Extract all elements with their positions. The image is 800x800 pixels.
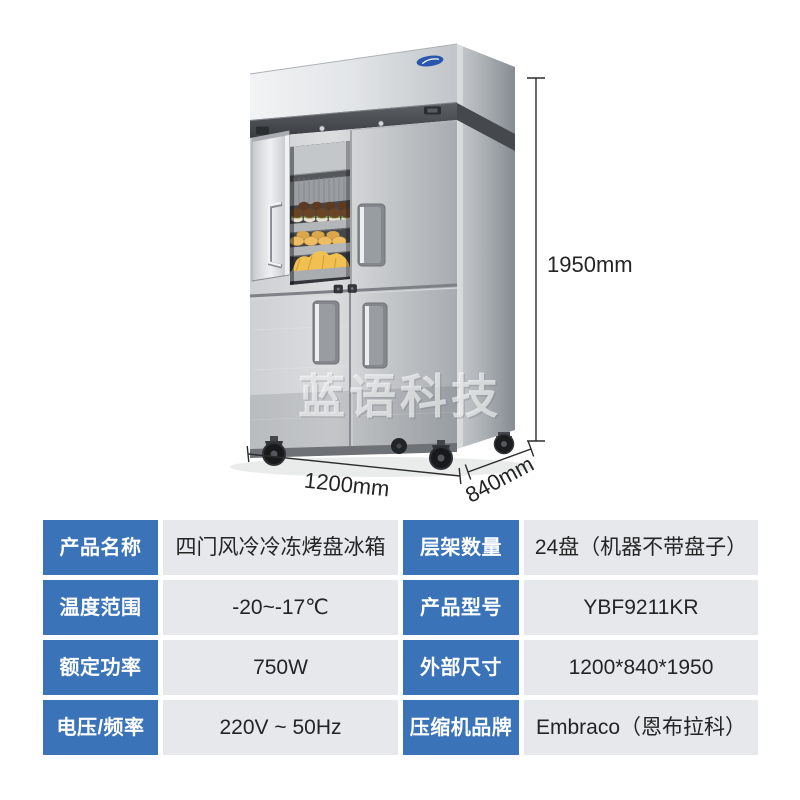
spec-label-compressor-brand: 压缩机品牌 xyxy=(403,700,519,755)
open-door xyxy=(251,130,290,282)
watermark: 蓝语科技 蓝语科技 xyxy=(298,370,504,425)
spec-label-shelf-count: 层架数量 xyxy=(403,520,519,575)
spec-value-compressor-brand: Embraco（恩布拉科） xyxy=(524,700,758,755)
tray-shelf xyxy=(290,242,350,257)
dimension-depth xyxy=(464,441,535,480)
cabinet-top-front xyxy=(249,43,458,120)
cabinet-side-panel xyxy=(457,44,515,449)
header-band xyxy=(249,102,458,138)
spec-value-external-size: 1200*840*1950 xyxy=(524,640,758,695)
fridge-illustration: 蓝语科技 蓝语科技 1950mm 1200mm 840mm xyxy=(230,43,633,508)
spec-value-product-name: 四门风冷冷冻烤盘冰箱 xyxy=(163,520,398,575)
dimension-height xyxy=(527,77,545,442)
interior-rail xyxy=(290,169,350,184)
spec-value-model: YBF9211KR xyxy=(524,580,758,635)
interior-ceiling xyxy=(290,141,350,177)
dimension-width xyxy=(246,445,462,485)
spec-label-rated-power: 额定功率 xyxy=(43,640,158,695)
spec-label-temperature-range: 温度范围 xyxy=(43,580,158,635)
tray-burgers xyxy=(290,201,350,234)
door-divider-vertical xyxy=(349,288,353,451)
bottom-left-door xyxy=(312,300,340,365)
floor-shadow xyxy=(230,457,534,477)
spec-table: 产品名称 四门风冷冷冻烤盘冰箱 层架数量 24盘（机器不带盘子） 温度范围 -2… xyxy=(43,520,758,755)
product-image: 蓝语科技 蓝语科技 1950mm 1200mm 840mm xyxy=(230,43,633,508)
spec-value-rated-power: 750W xyxy=(163,640,398,695)
band-screw xyxy=(319,125,325,132)
spec-label-voltage-frequency: 电压/频率 xyxy=(43,700,158,755)
tray-shelf xyxy=(290,219,350,234)
spec-value-voltage-frequency: 220V ~ 50Hz xyxy=(163,700,398,755)
tray-fries xyxy=(290,251,350,282)
spec-label-model: 产品型号 xyxy=(403,580,519,635)
open-compartment-interior xyxy=(290,141,350,285)
caster-wheels xyxy=(262,432,515,470)
dimension-height-label: 1950mm xyxy=(547,252,633,277)
watermark-text: 蓝语科技 xyxy=(298,370,502,423)
tray-breads xyxy=(290,231,350,257)
spec-value-shelf-count: 24盘（机器不带盘子） xyxy=(524,520,758,575)
spec-label-external-size: 外部尺寸 xyxy=(403,640,519,695)
door-locks xyxy=(333,284,357,294)
svg-text:蓝语科技: 蓝语科技 xyxy=(300,372,504,425)
band-screw xyxy=(378,120,384,127)
brand-logo xyxy=(416,55,444,67)
bottom-right-door xyxy=(362,302,388,369)
spec-value-temperature-range: -20~-17℃ xyxy=(163,580,398,635)
top-right-door xyxy=(350,120,458,293)
tray-shelf xyxy=(290,266,350,282)
spec-label-product-name: 产品名称 xyxy=(43,520,158,575)
band-vent xyxy=(256,126,269,135)
